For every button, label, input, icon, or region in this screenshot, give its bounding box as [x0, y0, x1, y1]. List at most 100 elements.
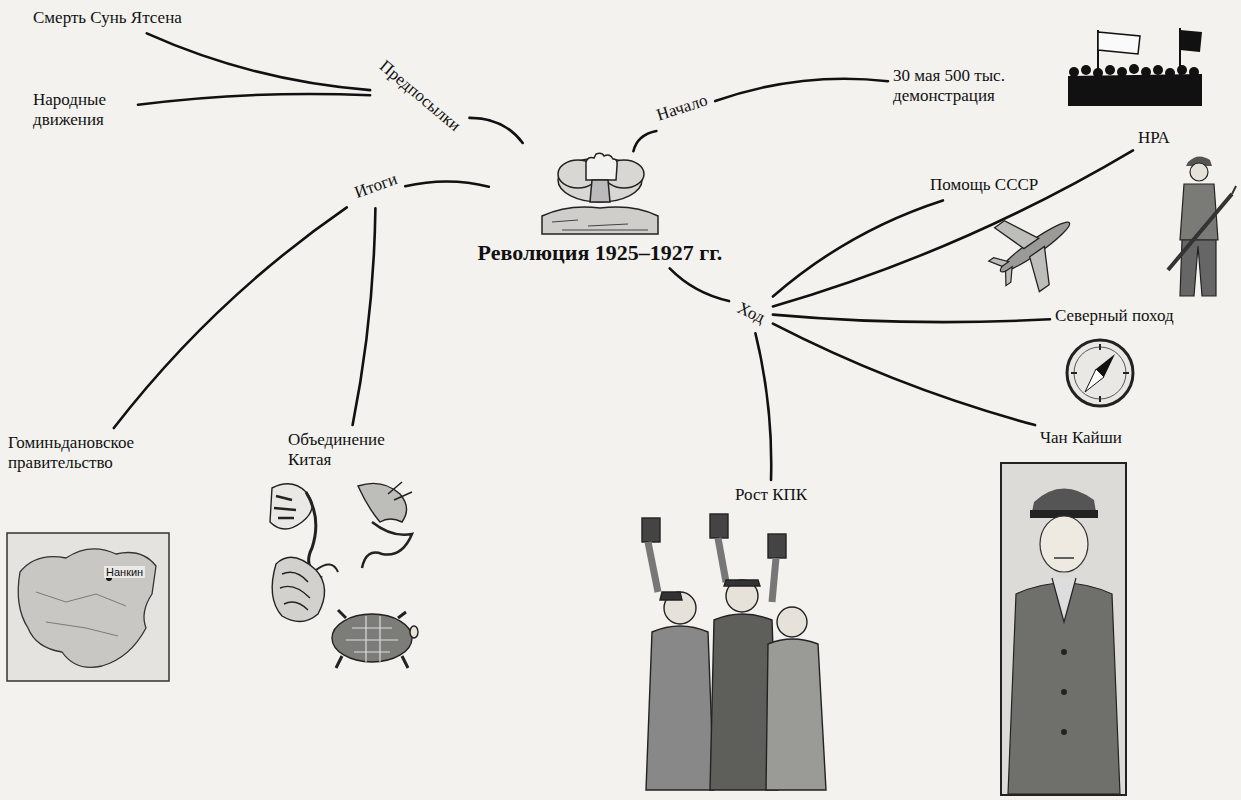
- branch-line: [138, 94, 370, 105]
- node-text: Итоги: [352, 169, 400, 203]
- illustration-part: [648, 542, 658, 592]
- branch-line: [773, 315, 1050, 323]
- illustration-part: [642, 518, 660, 542]
- branch-label: Народные движения: [33, 90, 133, 131]
- node-text: НРА: [1138, 128, 1170, 148]
- branch-label: Рост КПК: [735, 485, 807, 505]
- branch-label: Гоминьдановское правительство: [8, 433, 178, 474]
- branch-line: [114, 207, 347, 428]
- illustration-part: [710, 514, 728, 538]
- branch-line: [405, 182, 489, 187]
- illustration-part: [542, 207, 658, 234]
- illustration-part: [552, 220, 648, 230]
- illustration-part: [1067, 340, 1133, 406]
- illustration-part: [316, 564, 338, 572]
- node-text: Смерть Сунь Ятсена: [33, 8, 182, 28]
- branch-label: 30 мая 500 тыс. демонстрация: [893, 66, 1053, 107]
- branch-title: Предпосылки: [375, 56, 464, 136]
- airplane-icon: [985, 202, 1085, 292]
- branch-line: [353, 208, 376, 425]
- node-text: Ход: [734, 298, 768, 328]
- illustration-part: [410, 626, 418, 638]
- branch-title: Ход: [734, 298, 768, 328]
- illustration-part: [1081, 65, 1091, 75]
- china-map: [6, 532, 170, 682]
- branch-line: [147, 33, 370, 90]
- illustration-part: [718, 538, 726, 582]
- workers-illustration: [622, 512, 832, 792]
- illustration-part: [1061, 689, 1067, 695]
- illustration-part: [1085, 369, 1104, 392]
- illustration-part: [1129, 64, 1139, 74]
- branch-line: [755, 333, 771, 480]
- node-text: Чан Кайши: [1040, 428, 1122, 448]
- illustration-part: [7, 533, 169, 681]
- branch-label: Смерть Сунь Ятсена: [33, 8, 182, 28]
- node-text: Народные движения: [33, 90, 133, 131]
- branch-line: [773, 200, 943, 296]
- soldier-figure: [1160, 150, 1238, 302]
- illustration-part: [989, 252, 1019, 286]
- branch-label: Объединение Китая: [288, 430, 408, 471]
- node-text: Предпосылки: [375, 56, 464, 136]
- illustration-part: [975, 191, 1092, 305]
- compass-icon: [1063, 336, 1137, 410]
- map-label: Нанкин: [104, 566, 145, 578]
- revolution-emblem: [538, 150, 662, 240]
- illustration-part: [1232, 186, 1236, 194]
- illustration-part: [1074, 347, 1126, 399]
- illustration-part: [1180, 30, 1202, 52]
- branch-line: [773, 150, 1133, 306]
- illustration-part: [270, 482, 418, 668]
- illustration-part: [1068, 64, 1202, 106]
- illustration-part: [1105, 65, 1115, 75]
- illustration-part: [1168, 194, 1232, 270]
- illustration-part: [1098, 32, 1140, 54]
- branch-line: [670, 268, 729, 301]
- illustration-part: [1061, 649, 1067, 655]
- branch-line: [470, 118, 523, 143]
- illustration-part: [646, 626, 714, 790]
- illustration-part: [280, 572, 310, 610]
- illustration-part: [642, 514, 826, 790]
- node-text: Объединение Китая: [288, 430, 408, 471]
- branch-label: Чан Кайши: [1040, 428, 1122, 448]
- node-text: Рост КПК: [735, 485, 807, 505]
- illustration-part: [777, 607, 807, 637]
- branch-title: Итоги: [352, 169, 400, 203]
- branch-label: Помощь СССР: [930, 175, 1038, 195]
- illustration-part: [388, 482, 412, 500]
- illustration-part: [272, 557, 324, 621]
- illustration-part: [1020, 247, 1064, 292]
- illustration-part: [36, 592, 126, 636]
- illustration-part: [766, 639, 826, 790]
- branch-label: Северный поход: [1055, 306, 1174, 326]
- illustration-part: [1153, 65, 1163, 75]
- illustration-part: [768, 534, 786, 558]
- illustration-part: [1001, 463, 1126, 795]
- central-topic: Революция 1925–1927 гг.: [450, 148, 750, 266]
- demonstration-crowd: [1068, 28, 1203, 108]
- illustration-part: [660, 580, 760, 600]
- branch-line: [633, 131, 656, 151]
- illustration-part: [1190, 163, 1208, 181]
- illustration-part: [772, 558, 776, 602]
- illustration-part: [995, 210, 1039, 255]
- illustration-part: [358, 483, 407, 522]
- illustration-part: [1068, 74, 1202, 106]
- illustration-part: [1069, 67, 1079, 77]
- illustration-part: [1071, 344, 1129, 402]
- illustration-part: [590, 180, 610, 202]
- illustration-part: [18, 549, 156, 668]
- illustration-part: [346, 616, 398, 662]
- node-text: Северный поход: [1055, 306, 1174, 326]
- illustration-part: [274, 496, 296, 518]
- branch-label: НРА: [1138, 128, 1170, 148]
- illustration-part: [1177, 65, 1187, 75]
- illustration-part: [1052, 578, 1076, 622]
- illustration-part: [586, 153, 617, 180]
- branch-line: [715, 79, 888, 101]
- illustration-part: [1061, 729, 1067, 735]
- illustration-part: [332, 614, 412, 662]
